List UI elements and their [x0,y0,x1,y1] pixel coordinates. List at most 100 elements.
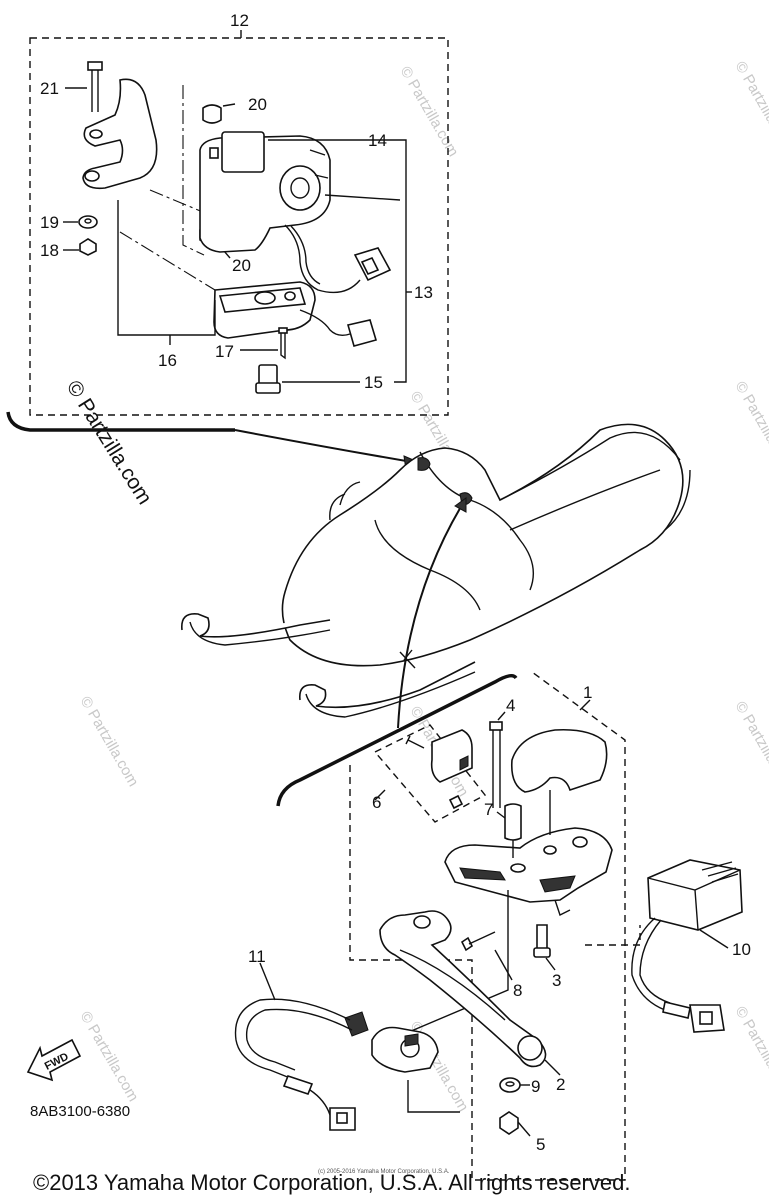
callout-17: 17 [215,342,234,361]
partzilla-watermark: © Partzilla.com [62,376,156,508]
bracket-hole [84,170,100,182]
cable-boot [344,1011,369,1037]
small-screw [405,735,425,749]
leader-11 [259,962,276,1001]
assembly-guide [389,890,509,1041]
hood-line [419,451,534,591]
cable-sleeve [282,1075,314,1095]
bracket-16 [117,200,216,336]
lever-pivot [413,915,431,929]
cable-lead [309,1089,331,1116]
block-tab [459,755,469,771]
subassembly-box-6 [373,724,487,823]
watermark-text: © Partzilla.com [732,1004,769,1100]
small-nut [448,794,464,810]
lower-guide-line [276,674,518,807]
callout-12: 12 [230,11,249,30]
pointer-arrowhead [454,497,467,513]
wire-connector [346,319,378,347]
brake-lever [379,910,547,1068]
nut [79,238,97,256]
leader-2 [544,1059,561,1076]
tail-line [664,469,691,531]
connector-latch [699,1011,713,1025]
right-ski [298,661,476,709]
lower-dashed-box [349,671,626,1181]
holder-hole [572,836,588,848]
switch-slot [209,147,219,159]
callout-21: 21 [40,79,59,98]
nut [499,1111,519,1135]
callout-20-top: 20 [248,95,267,114]
fwd-arrow: FWD [26,1038,82,1082]
relay-edge [647,869,741,931]
copyright-notice: ©2013 Yamaha Motor Corporation, U.S.A. A… [33,1170,630,1195]
switch-boss [279,165,321,211]
connector-latch [336,1112,348,1124]
leader-10 [699,929,729,949]
callout-11: 11 [248,947,266,966]
fwd-arrow-shape [26,1038,82,1082]
windshield-tip [339,481,361,506]
leader-1 [579,699,591,711]
leader-6 [374,789,386,801]
watermark-text: © Partzilla.com [732,59,769,155]
holder-shadow [539,875,576,893]
housing-wire [299,309,351,337]
washer-hole [505,1081,515,1087]
grommet-guide [182,85,205,256]
housing-hole [254,291,276,305]
callout-6: 6 [372,793,381,812]
washer [499,1077,521,1093]
callout-8: 8 [513,981,522,1000]
fine-print: (c) 2005-2016 Yamaha Motor Corporation, … [318,1169,450,1175]
diagram-code: 8AB3100-6380 [30,1103,130,1120]
leader-20-top [222,103,236,107]
relay-bracket [585,925,641,946]
relay-cap [221,131,265,173]
bracket-13 [394,139,407,383]
callout-13: 13 [414,283,433,302]
windshield-edge [329,493,346,521]
relay-ribs [701,861,739,883]
switch-wire [284,224,361,294]
assembly-guide [119,231,216,291]
upper-dashed-box [29,37,449,416]
holder-detail [554,899,571,916]
holder-hole [543,845,557,855]
holder-hole [510,863,526,873]
bracket-hole [89,129,103,139]
callout-10: 10 [732,940,751,959]
switch-cable [234,998,351,1079]
screw-head [489,721,503,731]
wire-sleeve [662,1001,691,1019]
location-marker [417,457,431,471]
screw-shank [280,333,286,360]
connector-latch [360,256,380,276]
snowmobile-body [281,423,684,667]
callout-1: 1 [583,683,592,702]
left-ski [181,613,331,638]
mount-bracket [82,78,158,190]
left-ski-edge [189,621,331,646]
relay-wire [639,919,671,1004]
switch-wire [290,225,321,285]
callout-2: 2 [556,1075,565,1094]
leader-8 [494,949,513,981]
callout-4: 4 [506,696,515,715]
housing-hole [284,291,296,301]
screw-shank [468,931,496,945]
watermark-text: © Partzilla.com [732,379,769,475]
callout-3: 3 [552,971,561,990]
callout-9: 9 [531,1077,540,1096]
bolt-flange [255,382,281,394]
cover-cap [510,728,608,793]
screw-shank [536,924,548,951]
lever-holder [444,827,613,903]
switch-cable [245,1008,353,1071]
switch-detail [309,149,329,179]
leader-7 [496,811,506,819]
watermark-text: © Partzilla.com [732,699,769,795]
